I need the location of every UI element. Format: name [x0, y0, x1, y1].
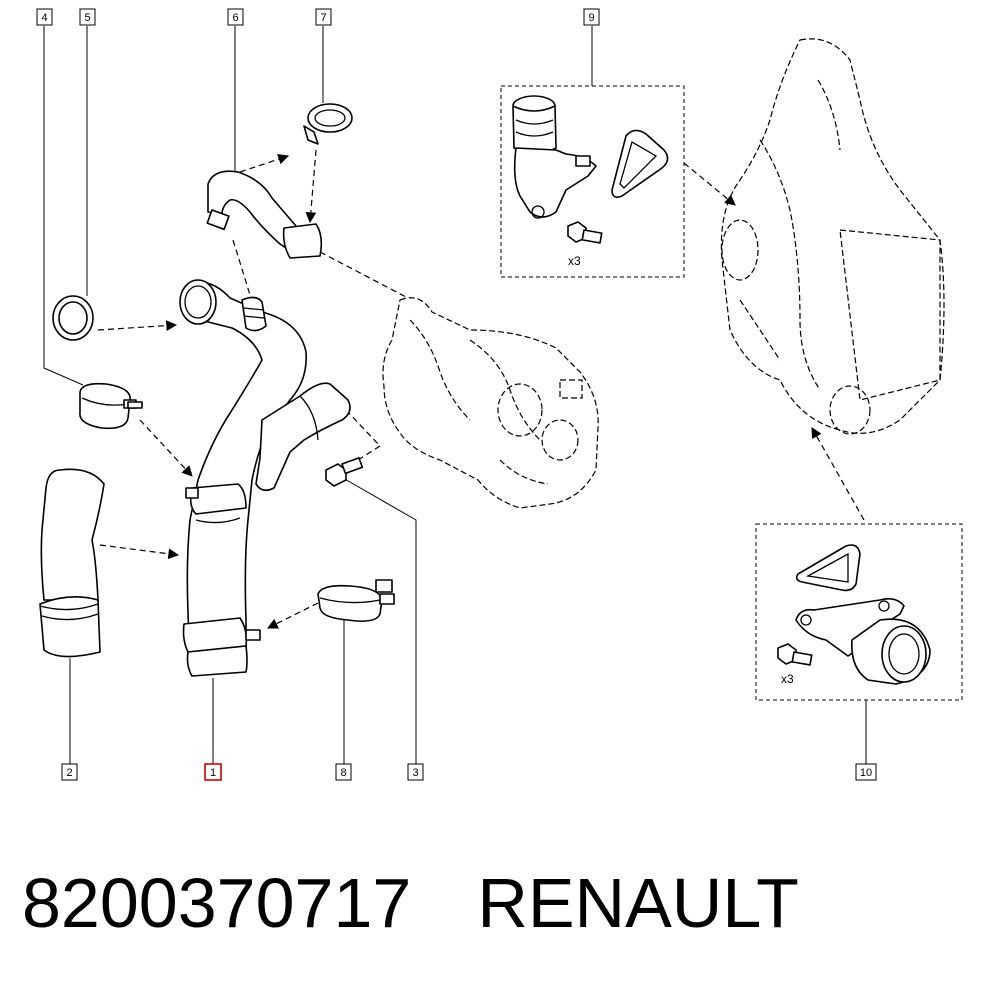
group-10-box: x3 — [755, 523, 963, 701]
part-caption: 8200370717 RENAULT — [22, 858, 799, 948]
svg-text:10: 10 — [860, 767, 872, 779]
callout-8: 8 — [335, 763, 352, 781]
svg-text:1: 1 — [210, 767, 216, 779]
svg-text:2: 2 — [66, 767, 72, 779]
svg-text:5: 5 — [84, 12, 90, 24]
callout-4: 4 — [36, 8, 53, 26]
callout-3: 3 — [407, 763, 424, 781]
callout-6: 6 — [227, 8, 244, 26]
o-ring — [52, 295, 94, 341]
part-number: 8200370717 — [22, 864, 412, 942]
gasket-triangle — [611, 129, 669, 198]
gasket-triangle-10 — [795, 544, 861, 592]
exploded-parts-diagram: 4 5 6 7 9 2 1 8 3 10 — [36, 8, 963, 781]
svg-text:8: 8 — [340, 767, 346, 779]
svg-text:7: 7 — [320, 12, 326, 24]
bolt-group-9 — [567, 221, 603, 244]
callout-2: 2 — [61, 763, 78, 781]
svg-text:3: 3 — [412, 767, 418, 779]
ghost-oil-cooler-block — [720, 38, 945, 435]
bolt — [325, 457, 364, 487]
callout-7: 7 — [315, 8, 332, 26]
hose-clamp-large — [317, 579, 395, 622]
assembly-arrows — [97, 149, 865, 629]
callout-5: 5 — [79, 8, 96, 26]
svg-text:6: 6 — [232, 12, 238, 24]
bolt-group-10 — [777, 643, 813, 666]
svg-text:4: 4 — [41, 12, 47, 24]
svg-text:9: 9 — [588, 12, 594, 24]
main-coolant-hose — [179, 279, 351, 677]
group-9-box: x3 — [500, 85, 685, 278]
leader-lines — [43, 26, 867, 764]
elbow-pipe — [206, 170, 323, 259]
inlet-fitting — [795, 598, 931, 685]
spring-clamp — [303, 103, 353, 145]
straight-hose — [39, 468, 105, 658]
hose-clamp-small — [79, 382, 143, 430]
brand-name: RENAULT — [477, 864, 799, 942]
outlet-fitting — [512, 95, 597, 219]
svg-text:x3: x3 — [568, 254, 581, 268]
callout-9: 9 — [583, 8, 600, 26]
ghost-engine-housing — [382, 297, 599, 509]
callout-10: 10 — [855, 763, 877, 781]
svg-text:x3: x3 — [781, 672, 794, 686]
callout-1[interactable]: 1 — [204, 763, 222, 781]
